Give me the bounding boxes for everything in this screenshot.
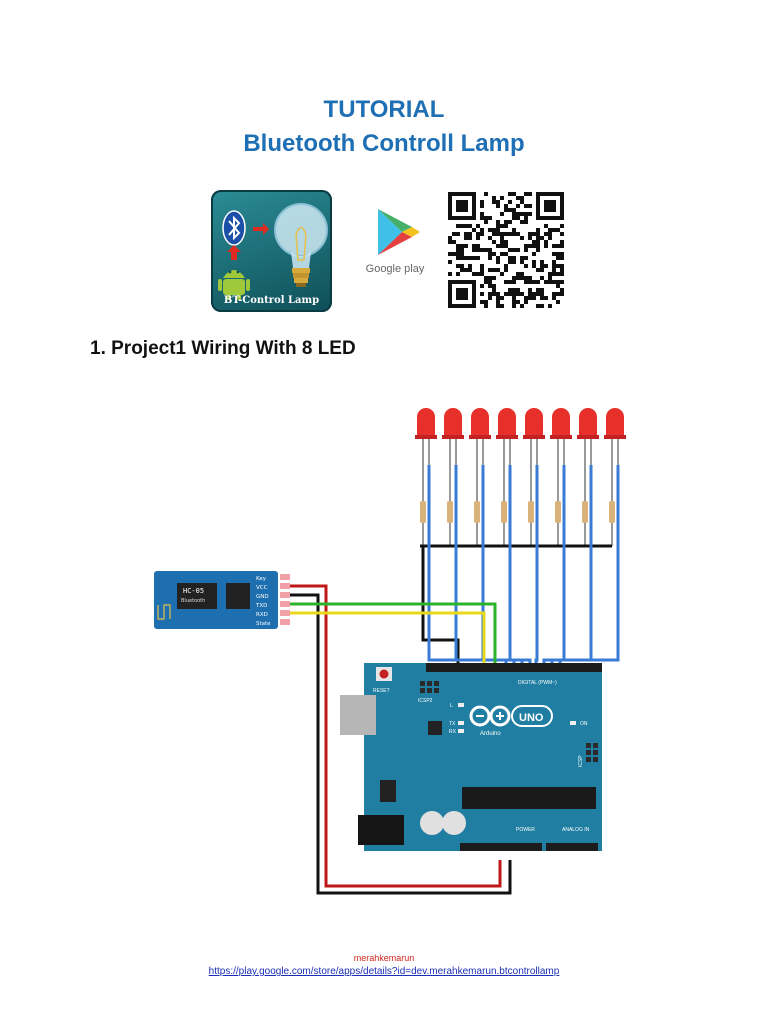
resistor-icon (528, 501, 534, 523)
digital-header (426, 663, 602, 672)
module-pin-label: Key (256, 576, 267, 582)
page-title: TUTORIAL (323, 96, 445, 123)
bluetooth-lamp-app-icon: BT-Control Lamp (211, 190, 332, 312)
module-chip-label: HC-05 (183, 587, 204, 595)
led-icon (444, 408, 462, 435)
icsp2-label: ICSP2 (418, 698, 433, 704)
led-icon (417, 408, 435, 435)
small-chip (428, 721, 442, 735)
footer-author: merahkemarun (353, 953, 415, 963)
rxd-wire (290, 611, 486, 667)
power-label: POWER (516, 827, 535, 833)
led-l (458, 703, 464, 707)
analog-header (546, 843, 598, 851)
rx-label: RX (449, 729, 457, 735)
footer-store-link[interactable]: https://play.google.com/store/apps/detai… (208, 966, 560, 977)
led-icon (606, 408, 624, 435)
arduino-logo (469, 705, 553, 727)
android-icon (218, 270, 250, 300)
resistor-icon (555, 501, 561, 523)
resistor-icon (474, 501, 480, 523)
ground-wire (421, 546, 460, 667)
led-icon (579, 408, 597, 435)
usb-port (340, 695, 376, 735)
qr-code-icon[interactable] (448, 192, 564, 308)
led-resistors (420, 439, 619, 546)
icsp-header (586, 743, 598, 762)
arduino-brand-text: Arduino (480, 731, 501, 737)
module-antenna (157, 604, 171, 620)
google-play-badge[interactable]: Google play (360, 205, 430, 285)
section-heading: 1. Project1 Wiring With 8 LED (90, 338, 356, 359)
txd-wire (290, 602, 497, 667)
module-pin-label: RXD (256, 612, 268, 618)
led-icon (552, 408, 570, 435)
module-pin-label: TXD (255, 603, 267, 609)
power-jack (358, 815, 404, 845)
analog-label: ANALOG IN (562, 827, 590, 833)
resistor-icon (420, 501, 426, 523)
regulator (380, 780, 396, 802)
capacitor-1 (420, 811, 444, 835)
led-icon (471, 408, 489, 435)
module-pin-label: State (256, 621, 271, 627)
module-pin-label: GND (256, 594, 269, 600)
module-sub-label: Bluetooth (181, 598, 205, 604)
arrow-up-icon (227, 245, 241, 260)
icsp2-header (420, 681, 439, 693)
google-play-icon (378, 209, 420, 255)
uno-logo-text: UNO (519, 712, 544, 724)
digital-label: DIGITAL (PWM~) (518, 680, 557, 686)
resistor-icon (609, 501, 615, 523)
resistor-icon (501, 501, 507, 523)
module-pin-label: VCC (256, 585, 268, 591)
led-icon (525, 408, 543, 435)
on-led (570, 721, 576, 725)
reset-label: RESET (373, 688, 390, 694)
atmega-chip (462, 787, 596, 809)
arrow-right-icon (253, 223, 269, 235)
module-header-pins (280, 574, 290, 625)
on-label: ON (580, 721, 588, 727)
resistor-icon (582, 501, 588, 523)
light-bulb-icon (274, 203, 328, 287)
led-icon (498, 408, 516, 435)
page-subtitle: Bluetooth Controll Lamp (243, 130, 525, 157)
capacitor-2 (442, 811, 466, 835)
power-header (460, 843, 542, 851)
icsp-label: ICSP (578, 755, 584, 767)
gnd-wire (290, 593, 512, 895)
arduino-uno-board: RESET ICSP2 DIGITAL (PWM~) UNO Arduino L… (340, 663, 602, 851)
app-icon-artwork (218, 203, 328, 300)
led-row (415, 408, 626, 439)
tx-label: TX (449, 721, 456, 727)
resistor-icon (447, 501, 453, 523)
blue-signal-wires (427, 465, 620, 667)
vcc-wire (290, 584, 502, 888)
google-play-label: Google play (365, 263, 425, 275)
led-l-label: L (450, 703, 453, 709)
app-label: BT-Control Lamp (223, 295, 320, 306)
